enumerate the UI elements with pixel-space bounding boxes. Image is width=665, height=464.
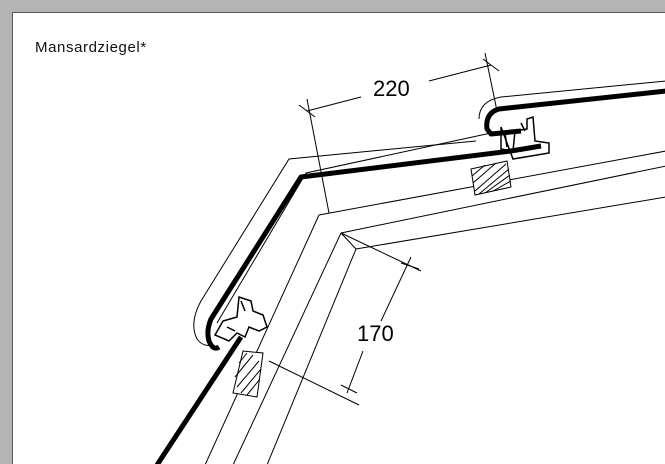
lower-batten xyxy=(232,350,264,398)
upper-batten xyxy=(470,160,512,196)
main-tile-profile xyxy=(205,143,542,351)
drawing-caption: Mansardziegel* xyxy=(35,39,147,56)
drawing-sheet: Mansardziegel* xyxy=(12,12,665,464)
tile-inner-outline xyxy=(216,132,492,324)
mansard-tile-section-drawing: 220 170 xyxy=(154,52,665,464)
dimension-220 xyxy=(298,52,500,214)
tile-outer-outline xyxy=(193,80,665,346)
upper-rafter xyxy=(340,165,665,250)
upper-tile-clip xyxy=(500,115,550,160)
lower-tile-profile xyxy=(154,335,244,464)
batten-lines xyxy=(204,150,665,464)
dimension-170 xyxy=(268,232,422,406)
lower-tile-clip xyxy=(213,295,268,342)
dimension-220-label: 220 xyxy=(373,76,410,101)
dimension-170-label: 170 xyxy=(357,321,394,346)
upper-tile-profile xyxy=(484,88,665,137)
lower-rafter xyxy=(232,232,357,464)
